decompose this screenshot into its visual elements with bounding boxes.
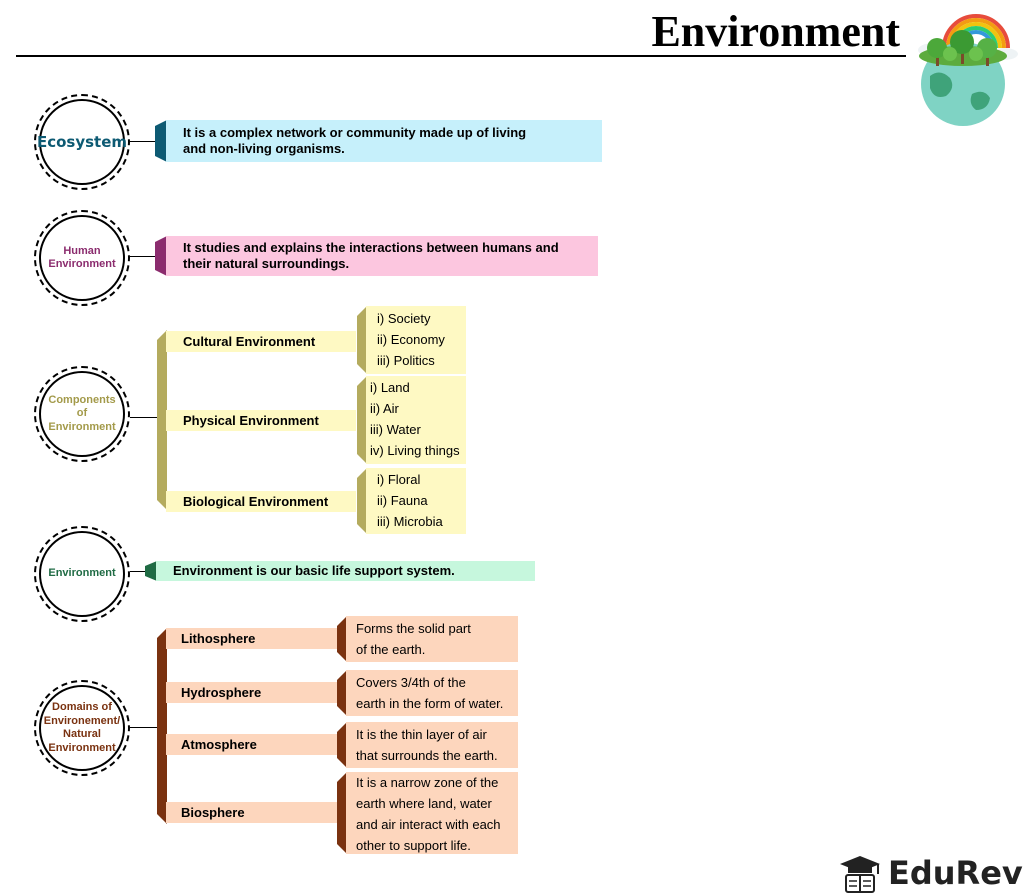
components-circle-line-1: Components [48,393,116,406]
human-circle-line-1: Human [63,244,101,257]
physical-item-3: iii) Water [370,422,421,437]
physical-environment-label: Physical Environment [183,413,319,428]
environment-connector [130,571,146,572]
biological-item-1: i) Floral [377,472,421,487]
environment-circle: Environment [39,531,125,617]
environment-arrow-tab [145,561,157,581]
components-circle-line-2: of [76,407,88,420]
physical-item-4: iv) Living things [370,443,460,458]
atmosphere-arrow-tab [337,722,347,768]
human-definition-line-2: their natural surroundings. [183,256,350,271]
domains-circle: Domains of Environement/ Natural Environ… [39,685,125,771]
cultural-item-1: i) Society [377,311,431,326]
physical-arrow-tab [357,376,367,464]
domains-bracket [157,628,167,824]
biological-items-box: i) Floral ii) Fauna iii) Microbia [366,468,466,534]
lithosphere-label-box: Lithosphere [166,628,346,649]
domains-circle-line-2: Environement/ [43,714,121,727]
biosphere-description-box: It is a narrow zone of the earth where l… [346,772,518,854]
lithosphere-label: Lithosphere [181,631,256,646]
physical-items-box: i) Land ii) Air iii) Water iv) Living th… [366,376,466,464]
edurev-logo: EduRev [888,854,1023,892]
hydrosphere-label-box: Hydrosphere [166,682,346,703]
lithosphere-line-1: Forms the solid part [356,621,471,636]
ecosystem-circle-outline [34,94,130,190]
biosphere-label-box: Biosphere [166,802,346,823]
biosphere-arrow-tab [337,772,347,854]
atmosphere-description-box: It is the thin layer of air that surroun… [346,722,518,768]
cultural-arrow-tab [357,306,367,374]
domains-connector [130,727,158,728]
ecosystem-definition-box: It is a complex network or community mad… [166,120,602,162]
ecosystem-circle-label: Ecosystem [36,133,128,151]
components-circle-line-3: Environment [48,420,116,433]
biological-item-3: iii) Microbia [377,514,443,529]
physical-item-2: ii) Air [370,401,399,416]
human-definition-line-1: It studies and explains the interactions… [183,240,559,255]
hydrosphere-label: Hydrosphere [181,685,262,700]
human-arrow-tab [155,236,167,276]
hydrosphere-arrow-tab [337,670,347,716]
human-connector [130,256,156,257]
environment-circle-outline [34,526,130,622]
biosphere-line-4: other to support life. [356,838,471,853]
cultural-items-box: i) Society ii) Economy iii) Politics [366,306,466,374]
human-circle-line-2: Environment [48,258,116,270]
hydrosphere-line-1: Covers 3/4th of the [356,675,466,690]
biological-environment-label: Biological Environment [183,494,329,509]
biosphere-line-2: earth where land, water [356,796,492,811]
earth-rainbow-icon [918,14,1018,126]
cultural-environment-label: Cultural Environment [183,334,316,349]
biological-item-2: ii) Fauna [377,493,428,508]
lithosphere-line-2: of the earth. [356,642,426,657]
human-definition-box: It studies and explains the interactions… [166,236,598,276]
cultural-environment-label-box: Cultural Environment [166,331,356,352]
hydrosphere-line-2: earth in the form of water. [356,696,504,711]
human-circle-outline [34,210,130,306]
components-circle: Components of Environment [39,371,125,457]
ecosystem-connector [130,141,156,142]
hydrosphere-description-box: Covers 3/4th of the earth in the form of… [346,670,518,716]
human-circle: Human Environment [39,215,125,301]
physical-environment-label-box: Physical Environment [166,410,356,431]
biological-environment-label-box: Biological Environment [166,491,356,512]
title-underline [16,55,906,57]
biological-arrow-tab [357,468,367,534]
biosphere-line-1: It is a narrow zone of the [356,775,499,790]
atmosphere-label: Atmosphere [181,737,257,752]
ecosystem-arrow-tab [155,120,167,162]
environment-definition: Environment is our basic life support sy… [173,563,455,578]
components-bracket [157,330,167,510]
domains-circle-line-1: Domains of [52,701,112,713]
ecosystem-definition-line-2: and non-living organisms. [183,141,345,156]
components-circle-outline [34,366,130,462]
physical-item-1: i) Land [370,380,410,395]
atmosphere-label-box: Atmosphere [166,734,346,755]
atmosphere-line-1: It is the thin layer of air [356,727,487,742]
page-title: Environment [651,7,900,56]
environment-circle-label: Environment [48,567,116,580]
domains-circle-line-3: Natural [63,728,101,740]
cultural-item-2: ii) Economy [377,332,445,347]
lithosphere-description-box: Forms the solid part of the earth. [346,616,518,662]
biosphere-label: Biosphere [181,805,245,820]
ecosystem-definition-line-1: It is a complex network or community mad… [183,125,527,140]
biosphere-line-3: and air interact with each [356,817,501,832]
cultural-item-3: iii) Politics [377,353,435,368]
ecosystem-circle: Ecosystem [36,99,128,185]
lithosphere-arrow-tab [337,616,347,662]
components-connector [130,417,158,418]
domains-circle-outline [34,680,130,776]
domains-circle-line-4: Environment [48,741,116,754]
graduation-cap-icon [840,856,880,893]
environment-definition-box: Environment is our basic life support sy… [156,561,535,581]
atmosphere-line-2: that surrounds the earth. [356,748,498,763]
